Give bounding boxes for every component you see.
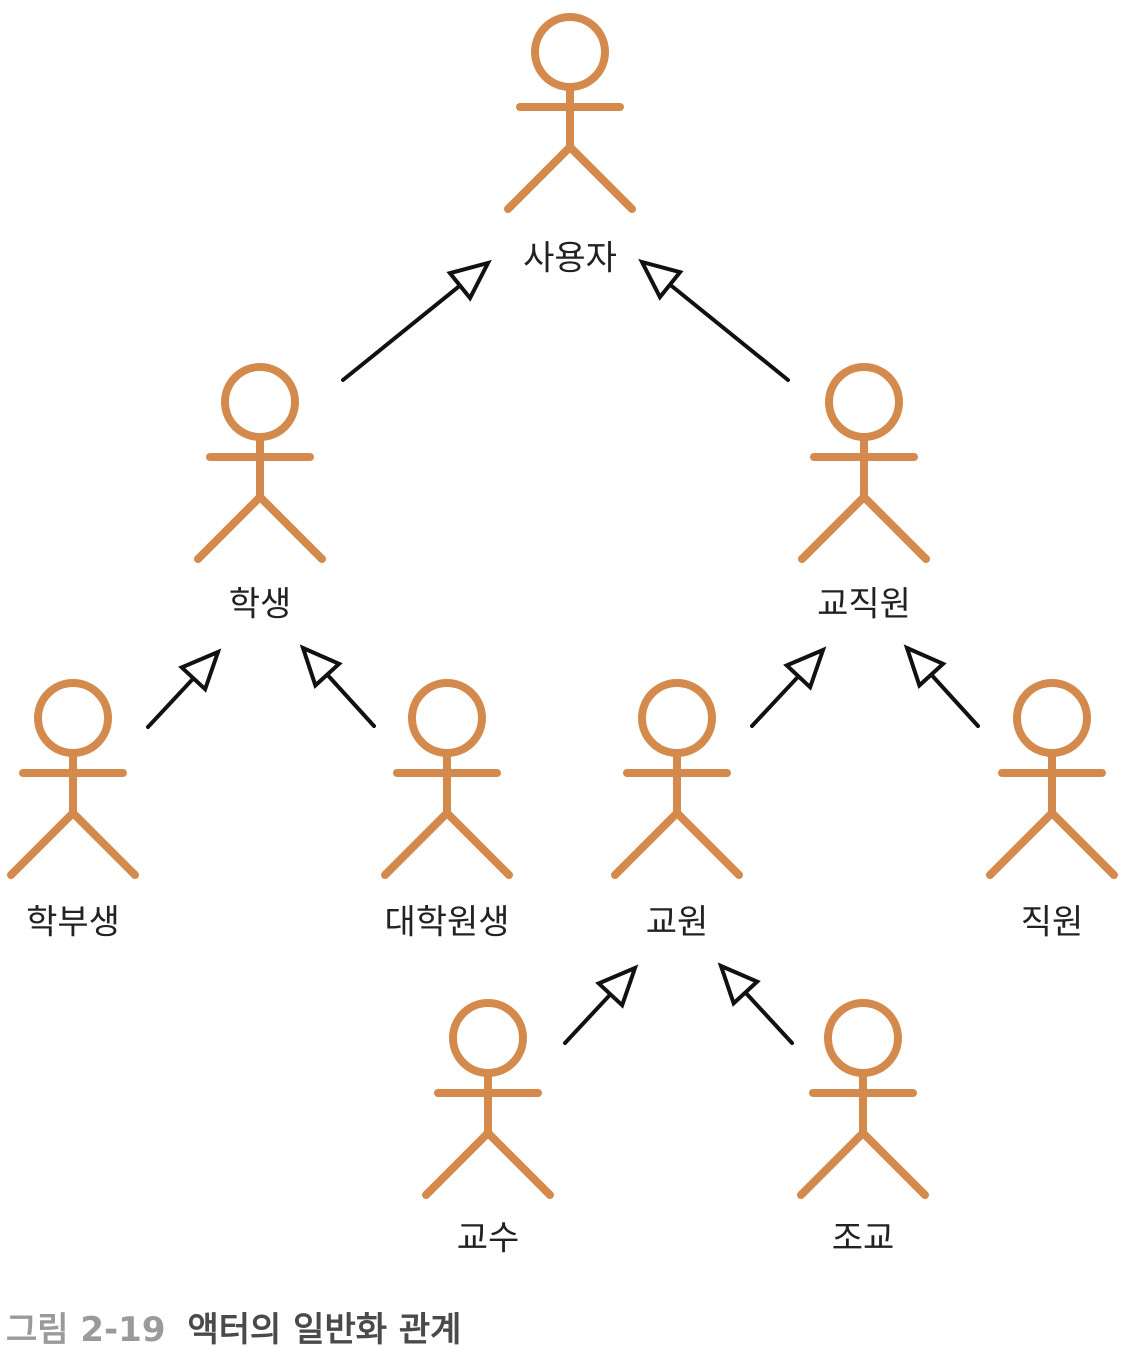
actor-user: 사용자: [504, 13, 636, 279]
arrow-shaft: [750, 674, 801, 728]
arrow-shaft: [743, 990, 794, 1045]
actor-staff-all: 교직원: [798, 363, 930, 625]
actor-professor: 교수: [422, 999, 554, 1259]
arrow-shaft: [929, 672, 980, 728]
arrow-shaft: [146, 676, 196, 729]
hollow-triangle-arrowhead: [446, 259, 492, 302]
actor-student: 학생: [194, 363, 326, 625]
actor-faculty: 교원: [611, 679, 743, 943]
actor-label-student: 학생: [229, 585, 292, 625]
figure-caption: 그림 2-19 액터의 일반화 관계: [6, 1302, 461, 1351]
arrow-shaft: [667, 282, 790, 382]
hollow-triangle-arrowhead: [903, 644, 947, 689]
generalization-arrow-grad-to-student: [299, 644, 376, 728]
actor-label-assistant: 조교: [832, 1219, 895, 1259]
actor-label-undergrad: 학부생: [26, 903, 120, 943]
generalization-arrow-undergrad-to-student: [146, 648, 222, 729]
actor-stick-figure-icon: [381, 679, 513, 879]
generalization-arrow-staff-all-to-user: [638, 258, 790, 382]
arrow-shaft: [325, 672, 376, 728]
actor-stick-figure-icon: [611, 679, 743, 879]
actor-label-grad: 대학원생: [384, 903, 509, 943]
actor-label-faculty: 교원: [646, 903, 709, 943]
arrow-shaft: [563, 992, 613, 1045]
actor-stick-figure-icon: [7, 679, 139, 879]
generalization-arrow-assistant-to-faculty: [717, 962, 794, 1045]
generalization-arrow-professor-to-faculty: [563, 964, 639, 1045]
generalization-arrow-student-to-user: [341, 259, 492, 382]
actor-label-staff-all: 교직원: [817, 585, 911, 625]
actor-assistant: 조교: [797, 999, 929, 1259]
actor-label-staff: 직원: [1021, 903, 1084, 943]
hollow-triangle-arrowhead: [783, 646, 827, 691]
actor-stick-figure-icon: [194, 363, 326, 563]
hollow-triangle-arrowhead: [717, 962, 761, 1007]
actor-stick-figure-icon: [422, 999, 554, 1199]
hollow-triangle-arrowhead: [638, 258, 684, 301]
caption-text: 액터의 일반화 관계: [187, 1310, 462, 1350]
actor-stick-figure-icon: [797, 999, 929, 1199]
caption-number: 그림 2-19: [6, 1310, 166, 1350]
actor-grad: 대학원생: [381, 679, 513, 943]
actor-stick-figure-icon: [986, 679, 1118, 879]
generalization-arrow-staff-to-staff-all: [903, 644, 980, 728]
hollow-triangle-arrowhead: [595, 964, 639, 1009]
actor-staff: 직원: [986, 679, 1118, 943]
actor-undergrad: 학부생: [7, 679, 139, 943]
actor-stick-figure-icon: [504, 13, 636, 213]
generalization-arrow-faculty-to-staff-all: [750, 646, 827, 728]
actor-label-user: 사용자: [523, 239, 617, 279]
hollow-triangle-arrowhead: [178, 648, 222, 693]
actor-label-professor: 교수: [457, 1219, 520, 1259]
arrow-shaft: [341, 283, 462, 382]
actor-stick-figure-icon: [798, 363, 930, 563]
hollow-triangle-arrowhead: [299, 644, 343, 689]
